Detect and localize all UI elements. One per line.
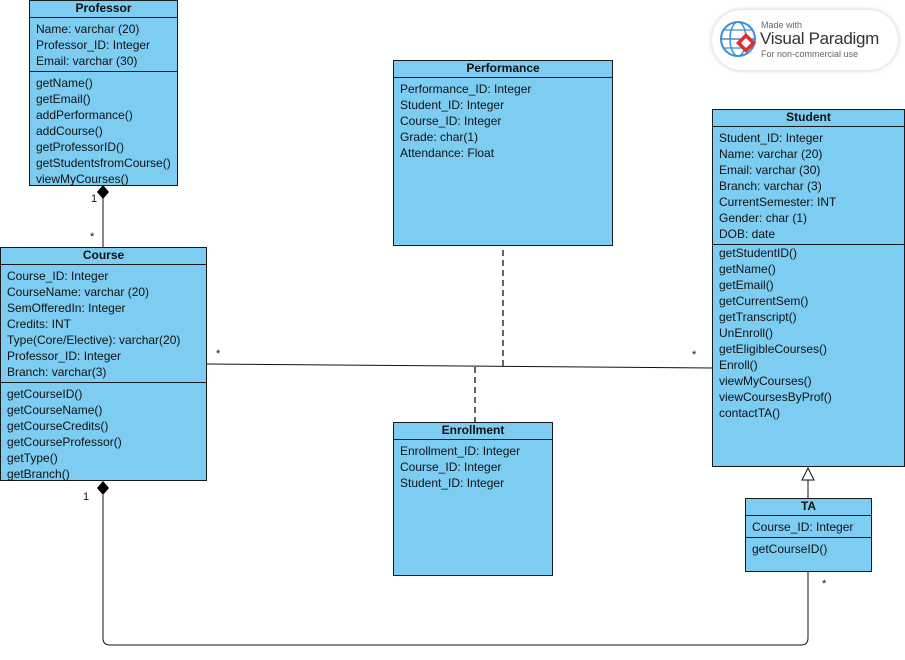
attribute: Student_ID: Integer xyxy=(400,98,505,112)
course-composition-diamond xyxy=(97,481,109,495)
attribute: Student_ID: Integer xyxy=(400,476,505,490)
attribute: Course_ID: Integer xyxy=(400,114,502,128)
professor-composition-diamond xyxy=(97,185,109,199)
attribute: Branch: varchar (3) xyxy=(719,179,822,193)
course-student-association xyxy=(206,363,713,369)
attribute: Attendance: Float xyxy=(400,146,495,160)
multiplicity-prof-course-bottom: * xyxy=(90,231,95,243)
attribute: Course_ID: Integer xyxy=(7,269,109,283)
attribute: Email: varchar (30) xyxy=(719,163,821,177)
attribute: Gender: char (1) xyxy=(719,211,808,225)
method: getTranscript() xyxy=(719,310,797,324)
method: addCourse() xyxy=(36,124,103,138)
method: getCourseID() xyxy=(7,387,83,401)
method: getEligibleCourses() xyxy=(719,342,828,356)
badge-usage: For non-commercial use xyxy=(761,49,859,59)
attribute: Branch: varchar(3) xyxy=(7,365,107,379)
generalization-arrowhead xyxy=(801,466,815,481)
method: getBranch() xyxy=(7,467,70,481)
student-class[interactable]: Student Student_ID: Integer Name: varcha… xyxy=(712,109,905,467)
course-ta-line xyxy=(102,495,809,646)
class-title: Enrollment xyxy=(394,423,552,440)
method: getCourseProfessor() xyxy=(7,435,122,449)
method: getName() xyxy=(719,262,776,276)
attribute-section: Course_ID: Integer xyxy=(746,516,871,538)
attribute: Student_ID: Integer xyxy=(719,131,824,145)
attribute: Type(Core/Elective): varchar(20) xyxy=(7,333,181,347)
professor-class[interactable]: Professor Name: varchar (20) Professor_I… xyxy=(29,0,178,186)
method: getCourseCredits() xyxy=(7,419,109,433)
ta-class[interactable]: TA Course_ID: Integer getCourseID() xyxy=(745,498,872,572)
visual-paradigm-logo-icon xyxy=(720,21,756,57)
class-title: Professor xyxy=(30,1,177,18)
attribute: DOB: date xyxy=(719,227,776,241)
method: getCourseName() xyxy=(7,403,103,417)
method: getProfessorID() xyxy=(36,140,125,154)
attribute: SemOfferedIn: Integer xyxy=(7,301,126,315)
method: viewMyCourses() xyxy=(719,374,812,388)
class-title: TA xyxy=(746,499,871,516)
multiplicity-course-ta-right: * xyxy=(822,578,827,590)
attribute-section: Performance_ID: Integer Student_ID: Inte… xyxy=(394,78,612,163)
method: contactTA() xyxy=(719,406,781,420)
method: addPerformance() xyxy=(36,108,133,122)
method: getCurrentSem() xyxy=(719,294,809,308)
method: getCourseID() xyxy=(752,542,828,556)
attribute: Professor_ID: Integer xyxy=(36,38,151,52)
multiplicity-prof-course-top: 1 xyxy=(91,193,98,205)
method: getEmail() xyxy=(36,92,91,106)
attribute-section: Name: varchar (20) Professor_ID: Integer… xyxy=(30,18,177,72)
attribute-section: Student_ID: Integer Name: varchar (20) E… xyxy=(713,127,904,245)
attribute: Grade: char(1) xyxy=(400,130,479,144)
badge-made-with: Made with xyxy=(761,20,803,30)
attribute: Name: varchar (20) xyxy=(719,147,823,161)
attribute: Course_ID: Integer xyxy=(752,520,854,534)
attribute: CurrentSemester: INT xyxy=(719,195,837,209)
class-title: Student xyxy=(713,110,904,127)
method-section: getCourseID() xyxy=(746,538,871,559)
method: UnEnroll() xyxy=(719,326,774,340)
method-section: getName() getEmail() addPerformance() ad… xyxy=(30,72,177,189)
multiplicity-course-ta-left: 1 xyxy=(83,491,90,503)
attribute: Enrollment_ID: Integer xyxy=(400,444,521,458)
performance-class[interactable]: Performance Performance_ID: Integer Stud… xyxy=(393,60,613,246)
attribute: Professor_ID: Integer xyxy=(7,349,122,363)
method-section: getStudentID() getName() getEmail() getC… xyxy=(713,245,904,423)
method: getName() xyxy=(36,76,93,90)
attribute-section: Course_ID: Integer CourseName: varchar (… xyxy=(1,265,206,383)
method: getStudentsfromCourse() xyxy=(36,156,171,170)
method-section: getCourseID() getCourseName() getCourseC… xyxy=(1,383,206,484)
attribute-section: Enrollment_ID: Integer Course_ID: Intege… xyxy=(394,440,552,493)
class-title: Course xyxy=(1,248,206,265)
method: getType() xyxy=(7,451,58,465)
method: viewCoursesByProf() xyxy=(719,390,832,404)
attribute: Name: varchar (20) xyxy=(36,22,140,36)
method: getEmail() xyxy=(719,278,774,292)
visual-paradigm-badge: Made with Visual Paradigm For non-commer… xyxy=(712,10,898,70)
class-title: Performance xyxy=(394,61,612,78)
attribute: Performance_ID: Integer xyxy=(400,82,532,96)
badge-product-name: Visual Paradigm xyxy=(760,29,879,48)
method: Enroll() xyxy=(719,358,758,372)
method: getStudentID() xyxy=(719,246,798,260)
method: viewMyCourses() xyxy=(36,172,129,186)
enrollment-class[interactable]: Enrollment Enrollment_ID: Integer Course… xyxy=(393,422,553,576)
course-class[interactable]: Course Course_ID: Integer CourseName: va… xyxy=(0,247,207,481)
attribute: Course_ID: Integer xyxy=(400,460,502,474)
multiplicity-course-student-left: * xyxy=(216,348,221,360)
attribute: CourseName: varchar (20) xyxy=(7,285,150,299)
attribute: Email: varchar (30) xyxy=(36,54,138,68)
multiplicity-course-student-right: * xyxy=(692,349,697,361)
attribute: Credits: INT xyxy=(7,317,72,331)
